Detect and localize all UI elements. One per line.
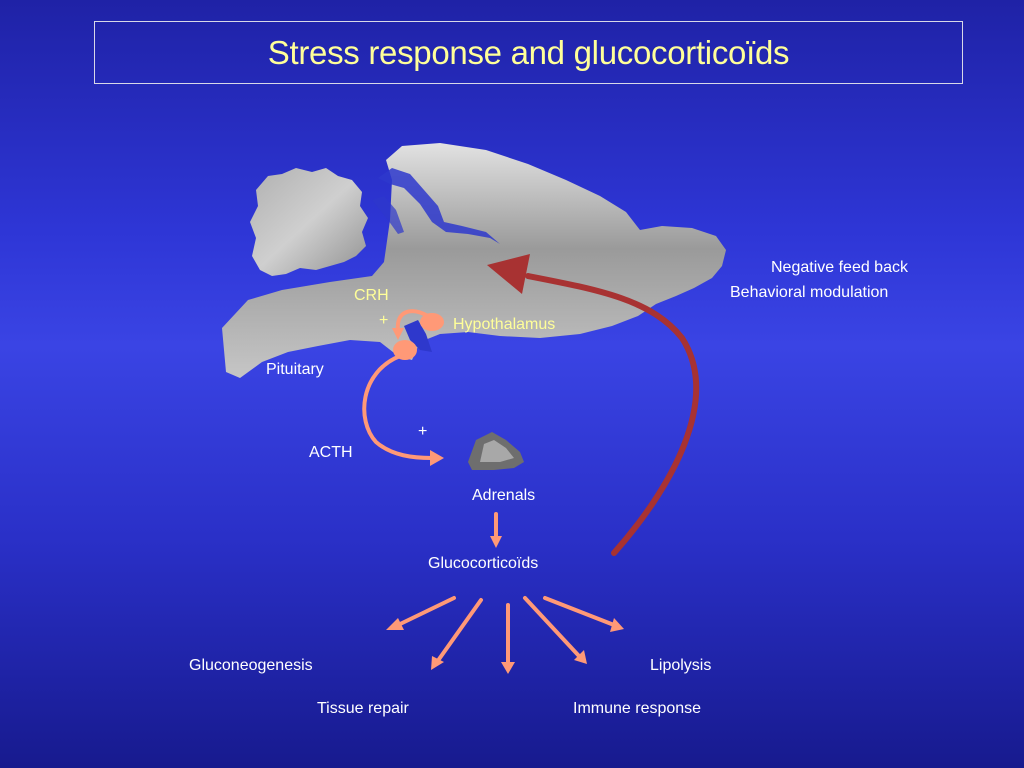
lipolysis-label: Lipolysis: [650, 657, 712, 674]
acth-arrow-head: [430, 450, 444, 466]
gluconeogenesis-label: Gluconeogenesis: [189, 657, 313, 674]
brain-illustration: [222, 143, 726, 378]
feedback-arrow-head: [487, 254, 530, 294]
adrenal-to-gc-arrow-head: [490, 536, 502, 548]
immune-response-label: Immune response: [573, 700, 702, 717]
title-frame: Stress response and glucocorticoïds: [94, 21, 963, 84]
acth-arrow: [362, 354, 434, 460]
crh-plus-sign: +: [379, 312, 389, 329]
arrow-lipolysis: [543, 596, 616, 627]
arrow-tissue-repair: [435, 598, 483, 664]
brain-fold: [378, 168, 500, 244]
arrow-immune-response-head: [574, 650, 587, 664]
adrenal-gland: [468, 432, 524, 470]
crh-arrow: [395, 309, 430, 332]
behavioral-modulation-label: Behavioral modulation: [730, 284, 889, 301]
negative-feedback-label: Negative feed back: [771, 259, 908, 276]
brain-body: [222, 143, 726, 378]
arrow-lipolysis-head: [610, 618, 624, 632]
glucocorticoids-label: Glucocorticoïds: [428, 555, 539, 572]
acth-plus-sign: +: [418, 423, 428, 440]
arrow-gluconeogenesis: [394, 596, 456, 628]
arrow-immune-response: [523, 596, 581, 658]
negative-feedback-arrow: [487, 254, 700, 556]
arrow-tissue-repair-head: [431, 656, 444, 670]
hormone-pathway: [362, 309, 502, 548]
crh-label: CRH: [354, 287, 389, 304]
arrow-center-head: [501, 662, 515, 674]
effect-arrows: [386, 596, 624, 674]
cerebellum: [250, 168, 368, 276]
pituitary-label: Pituitary: [266, 361, 324, 378]
arrow-gluconeogenesis-head: [386, 618, 404, 630]
adrenal-inner: [480, 440, 514, 462]
slide-title: Stress response and glucocorticoïds: [267, 33, 790, 71]
adrenals-label: Adrenals: [472, 487, 536, 504]
pituitary-notch: [404, 320, 432, 352]
feedback-curve: [525, 273, 700, 556]
crh-arrow-head: [392, 328, 404, 340]
pituitary-gland: [393, 340, 417, 360]
hypothalamus-nucleus: [420, 313, 444, 331]
tissue-repair-label: Tissue repair: [317, 700, 409, 717]
hypothalamus-label: Hypothalamus: [453, 316, 556, 333]
acth-label: ACTH: [309, 444, 353, 461]
ventricle: [372, 196, 404, 234]
